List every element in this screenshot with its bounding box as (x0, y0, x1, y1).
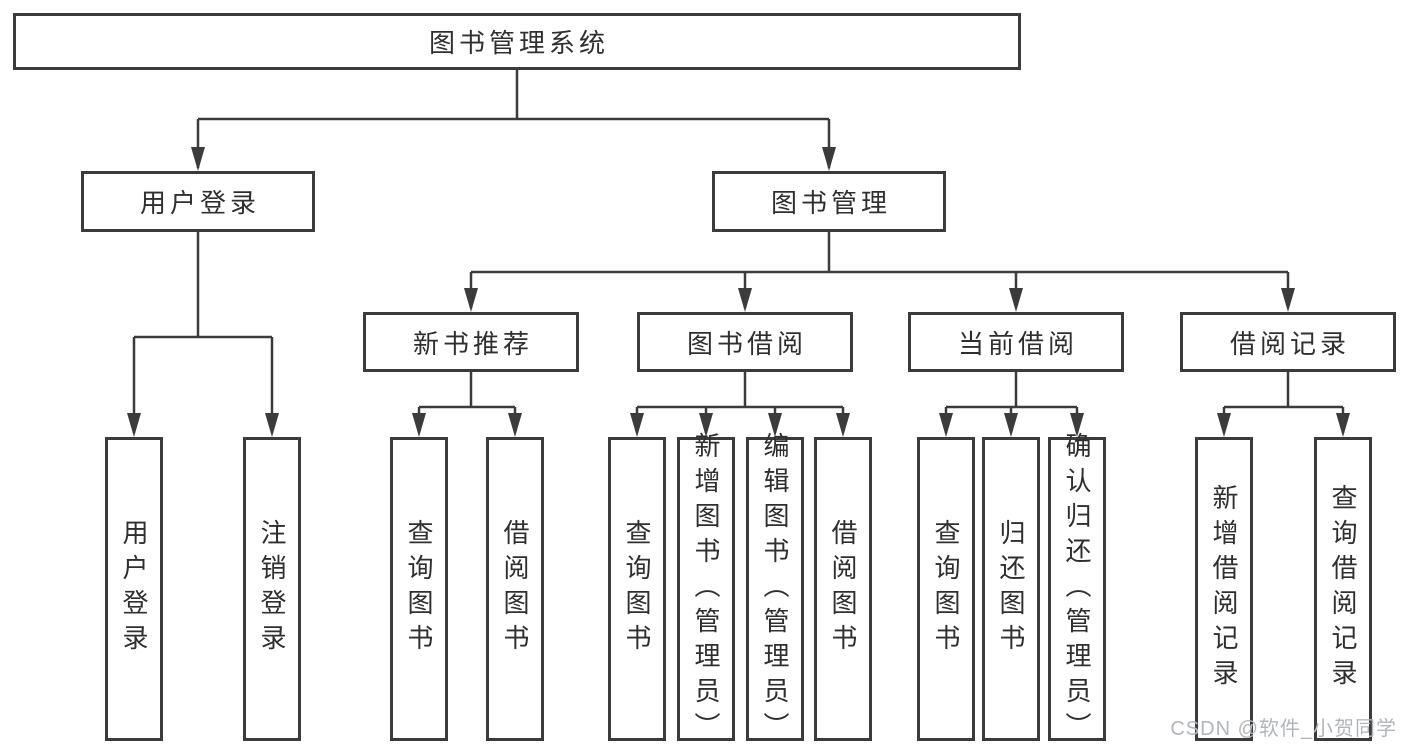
arrowheads (127, 147, 1350, 437)
node-borrow-records: 借阅记录 (1180, 312, 1396, 372)
leaf-query-books-recommend: 查询图书 (390, 437, 448, 741)
node-user-login-label: 用户登录 (139, 188, 260, 218)
leaf-confirm-return-admin: 确认归还（管理员） (1048, 432, 1106, 747)
node-new-book-recommend: 新书推荐 (363, 312, 579, 372)
leaf-borrow-books-recommend: 借阅图书 (486, 437, 544, 741)
node-book-management: 图书管理 (712, 171, 946, 232)
leaf-user-login: 用户登录 (105, 437, 163, 741)
leaf-add-borrow-record: 新增借阅记录 (1195, 437, 1253, 741)
node-book-borrow: 图书借阅 (637, 312, 853, 372)
node-book-borrow-label: 图书借阅 (686, 328, 807, 359)
leaf-query-borrow-record: 查询借阅记录 (1314, 437, 1372, 741)
node-book-management-label: 图书管理 (770, 188, 891, 218)
leaf-query-books-borrow: 查询图书 (608, 437, 666, 741)
node-new-book-recommend-label: 新书推荐 (412, 328, 533, 359)
leaf-query-books-current: 查询图书 (917, 437, 975, 741)
node-borrow-records-label: 借阅记录 (1229, 328, 1350, 359)
leaf-edit-book-admin: 编辑图书（管理员） (746, 432, 804, 747)
leaf-logout: 注销登录 (243, 437, 301, 741)
node-current-borrow-label: 当前借阅 (957, 328, 1078, 359)
node-root-label: 图书管理系统 (428, 28, 609, 58)
watermark: CSDN @软件_小贺同学 (1170, 718, 1397, 740)
node-current-borrow: 当前借阅 (908, 312, 1124, 372)
node-user-login: 用户登录 (81, 171, 315, 232)
leaf-borrow-books: 借阅图书 (814, 437, 872, 741)
node-root: 图书管理系统 (13, 13, 1021, 70)
leaf-return-book: 归还图书 (982, 437, 1040, 741)
leaf-add-book-admin: 新增图书（管理员） (677, 432, 735, 747)
